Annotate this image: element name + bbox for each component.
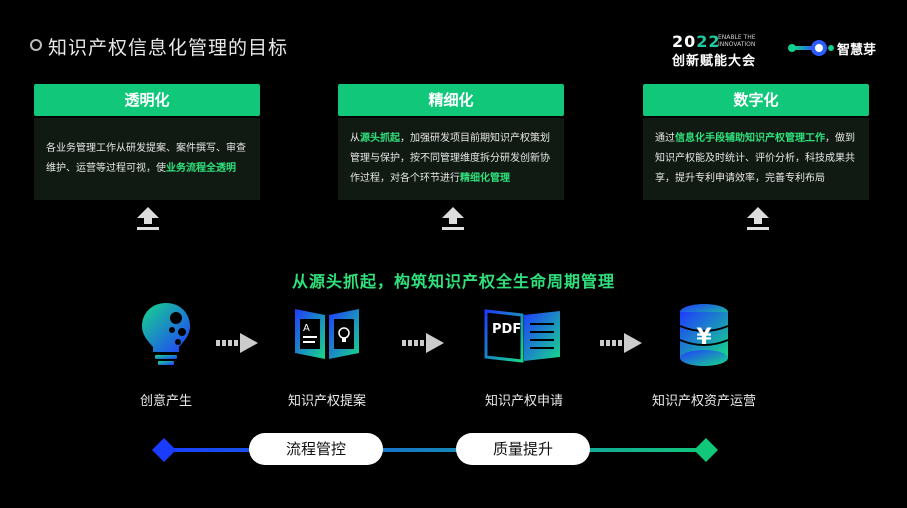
pdf-label: PDF	[492, 322, 521, 337]
event-year-lead: 20	[672, 32, 697, 51]
title-bullet-icon	[30, 39, 42, 51]
event-year-tail: 22	[696, 32, 721, 51]
svg-text:A: A	[303, 323, 310, 334]
timeline-bar	[152, 438, 718, 462]
card-text: 通过	[655, 133, 675, 144]
upload-arrow-icon	[442, 207, 464, 230]
card-transparent-body: 各业务管理工作从研发提案、案件撰写、审查维护、运营等过程可视，使业务流程全透明	[34, 118, 260, 200]
coin-stack-icon: ¥	[679, 304, 729, 366]
card-highlight: 源头抓起	[360, 133, 400, 144]
stage-label: 知识产权资产运营	[651, 394, 756, 409]
brand-name: 智慧芽	[837, 43, 877, 58]
card-text: ，加强研发项目前期知识产权策划管理与保护，按不同管理维度拆分研发创新协作过程，对…	[350, 133, 550, 184]
upload-arrow-icon	[747, 207, 769, 230]
pill-quality-improve: 质量提升	[456, 433, 590, 465]
card-digital-body: 通过信息化手段辅助知识产权管理工作，做到知识产权能及时统计、评价分析，科技成果共…	[643, 118, 869, 200]
yen-symbol: ¥	[696, 325, 712, 350]
pill-process-control: 流程管控	[249, 433, 383, 465]
page-title: 知识产权信息化管理的目标	[48, 37, 289, 59]
pdf-book-icon: PDF	[484, 309, 560, 363]
event-tagline-line2: INNOVATION	[718, 41, 756, 48]
card-highlight: 信息化手段辅助知识产权管理工作	[675, 133, 825, 144]
event-name: 创新赋能大会	[672, 54, 757, 69]
dotted-arrow-icon	[402, 333, 444, 353]
timeline-start-diamond-icon	[152, 438, 176, 462]
card-refined-title: 精细化	[338, 84, 564, 116]
card-text: 从	[350, 133, 360, 144]
upload-arrow-icon	[137, 207, 159, 230]
dotted-arrow-icon	[216, 333, 258, 353]
book-lamp-icon: A	[295, 309, 359, 359]
card-highlight: 业务流程全透明	[166, 163, 236, 174]
stage-label: 知识产权申请	[484, 394, 563, 409]
card-transparent-title: 透明化	[34, 84, 260, 116]
event-tagline-line1: ENABLE THE	[718, 34, 756, 41]
stage-label: 知识产权提案	[287, 394, 366, 409]
stage-label: 创意产生	[139, 394, 192, 409]
event-year: 2022	[672, 32, 721, 51]
card-text: 各业务管理工作从研发提案、案件撰写、审查维护、运营等过程可视，使	[46, 143, 246, 174]
card-text: ，做到知识产权能及时统计、评价分析，科技成果共享，提升专利申请效率，完善专利布局	[655, 133, 855, 184]
card-highlight: 精细化管理	[460, 173, 510, 184]
card-refined-body: 从源头抓起，加强研发项目前期知识产权策划管理与保护，按不同管理维度拆分研发创新协…	[338, 118, 564, 200]
card-digital-title: 数字化	[643, 84, 869, 116]
slogan: 从源头抓起，构筑知识产权全生命周期管理	[291, 272, 615, 291]
brand-logo-icon	[788, 40, 834, 56]
timeline-end-diamond-icon	[694, 438, 718, 462]
dotted-arrow-icon	[600, 333, 642, 353]
lightbulb-icon	[142, 303, 190, 365]
